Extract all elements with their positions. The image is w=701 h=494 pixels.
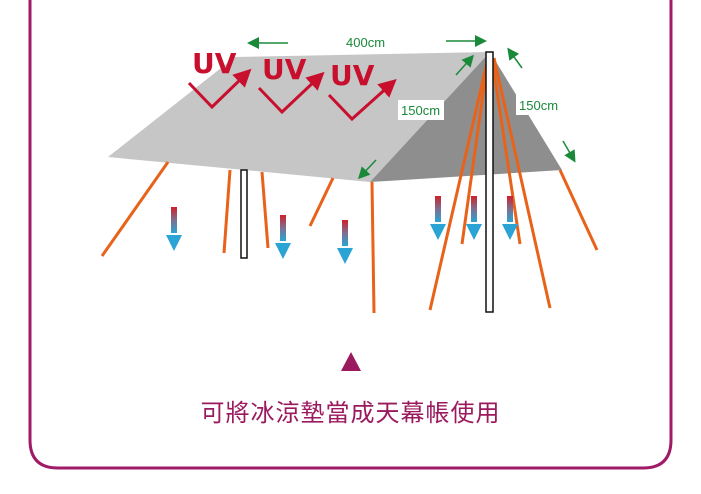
cooling-arrow bbox=[430, 196, 446, 240]
dim-arrow bbox=[357, 159, 377, 180]
guy-line bbox=[558, 169, 599, 251]
width-front-label: 150cm bbox=[401, 103, 440, 118]
uv-reflection-1: UV bbox=[187, 47, 252, 110]
uv-reflection-3: UV bbox=[327, 59, 397, 122]
dim-arrow bbox=[562, 140, 576, 163]
dim-arrow bbox=[455, 54, 474, 76]
guy-lines bbox=[100, 57, 599, 314]
guy-line bbox=[260, 171, 270, 249]
panel-border bbox=[28, 0, 673, 470]
uv-reflections: UV UV UV bbox=[187, 47, 397, 122]
guy-line bbox=[100, 161, 170, 257]
pole-back bbox=[485, 51, 494, 313]
uv-label: UV bbox=[192, 47, 237, 80]
guy-line bbox=[460, 57, 490, 245]
cooling-arrows bbox=[166, 196, 518, 264]
guy-line bbox=[490, 57, 522, 245]
length-label: 400cm bbox=[346, 35, 385, 50]
width-front-box bbox=[398, 100, 444, 120]
caption-pointer-icon bbox=[341, 352, 361, 371]
uv-reflection-2: UV bbox=[257, 53, 325, 115]
pole-front bbox=[240, 169, 248, 259]
guy-line bbox=[370, 181, 376, 314]
guy-line bbox=[492, 57, 552, 309]
guy-line bbox=[428, 57, 490, 311]
dimension-markers bbox=[247, 35, 576, 180]
guy-line bbox=[308, 177, 335, 227]
uv-label: UV bbox=[262, 53, 307, 86]
cooling-arrow bbox=[337, 220, 353, 264]
cooling-arrow bbox=[166, 207, 182, 251]
uv-label: UV bbox=[330, 59, 375, 92]
cooling-arrow bbox=[466, 196, 482, 240]
caption-text: 可將冰涼墊當成天幕帳使用 bbox=[200, 399, 501, 427]
cooling-arrow bbox=[275, 215, 291, 259]
width-side-label: 150cm bbox=[519, 98, 558, 113]
width-side-box bbox=[516, 95, 562, 115]
dim-arrow bbox=[507, 47, 523, 69]
guy-line bbox=[222, 169, 232, 254]
cooling-arrow bbox=[502, 196, 518, 240]
